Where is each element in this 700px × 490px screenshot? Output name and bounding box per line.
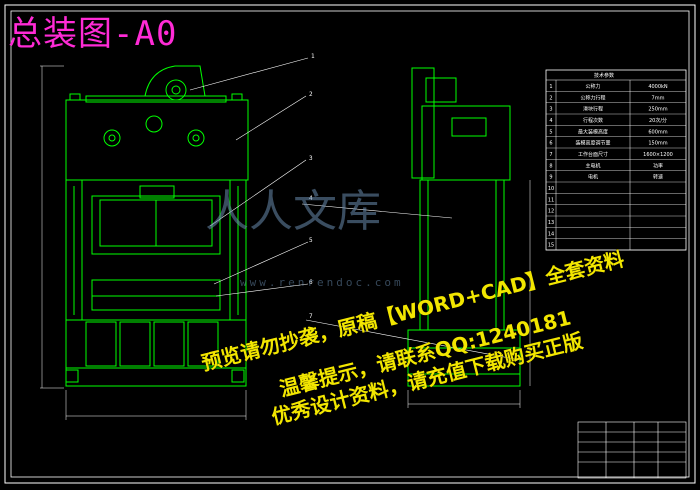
table-cell: 250mm [648,107,667,113]
table-cell: 12 [548,209,554,215]
table-cell: 功率 [653,162,663,169]
table-cell: 4 [549,118,552,124]
table-cell: 20次/分 [649,117,667,124]
side-view [407,67,521,387]
table-cell: 转速 [653,174,663,181]
watermark-logo-text: 人人文库 [205,186,381,237]
table-cell: 13 [548,220,554,226]
front-dimensions [40,65,247,420]
table-cell: 电机 [588,174,598,181]
table-cell: 9 [549,175,552,181]
drawing-inner-frame [10,10,690,478]
table-rows: 1 公称力 4000kN 2 公称力行程 7mm 3 滑块行程 250mm 4 行程次数 20次/分 5… [546,83,686,251]
drawing-title: 总装图-A0 [8,14,178,54]
table-header: 技术参数 [594,72,614,79]
table-cell: 3 [549,107,552,113]
parameter-table: 技术参数 1 公称力 4000kN 2 公称力行程 7mm 3 滑块行程 250mm 4 行程次数 2… [545,69,687,251]
table-cell: 10 [548,186,554,192]
table-cell: 15 [548,243,554,249]
table-cell: 8 [549,163,552,169]
callout-4: 4 [309,195,313,202]
callout-balloons: 1 2 3 4 5 6 7 [309,53,315,320]
callout-7: 7 [309,313,313,320]
table-cell: 7 [549,152,552,158]
table-cell: 工作台面尺寸 [578,151,608,158]
callout-3: 3 [309,155,313,162]
table-cell: 4000kN [648,84,668,90]
side-dimensions [407,180,531,408]
drawing-frame [4,4,696,484]
table-cell: 600mm [648,129,667,135]
leader-lines [189,57,521,361]
table-cell: 1 [549,84,552,90]
table-cell: 14 [548,231,554,237]
watermark-url: www.renrendoc.com [240,276,404,289]
table-cell: 公称力 [585,83,600,90]
table-cell: 2 [549,95,552,101]
callout-1: 1 [311,53,315,60]
table-cell: 7mm [652,95,665,101]
table-cell: 1600×1200 [643,152,673,158]
table-cell: 装模高度调节量 [575,140,610,147]
table-cell: 主电机 [585,162,600,169]
table-cell: 行程次数 [583,117,603,124]
table-cell: 150mm [648,141,667,147]
table-cell: 最大装模高度 [578,128,608,135]
callout-2: 2 [309,91,313,98]
table-cell: 5 [549,129,552,135]
table-cell: 11 [548,197,554,203]
front-view [65,65,249,387]
table-cell: 公称力行程 [580,94,605,101]
table-cell: 滑块行程 [583,106,603,113]
callout-5: 5 [309,237,313,244]
title-block [577,421,687,479]
table-cell: 6 [549,141,552,147]
callout-6: 6 [309,279,313,286]
